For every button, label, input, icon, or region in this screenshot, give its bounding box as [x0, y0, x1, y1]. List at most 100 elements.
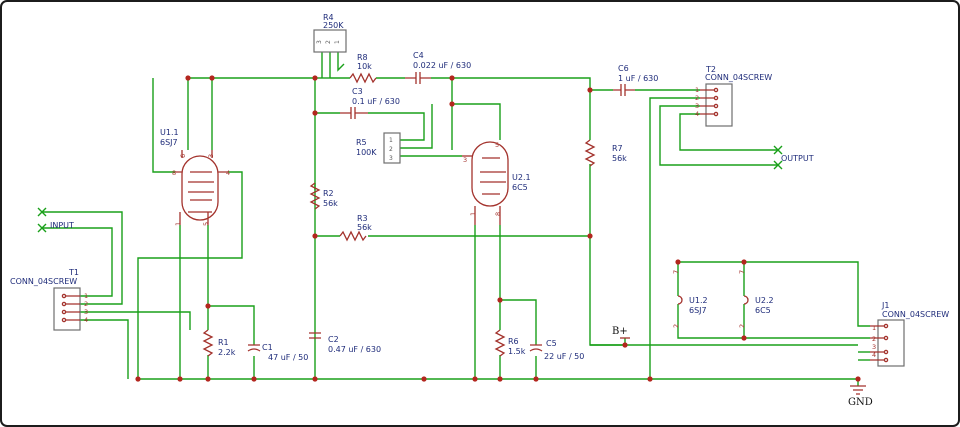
c4-value: 0.022 uF / 630 [413, 61, 471, 70]
r4-pin-1: 1 [334, 40, 341, 44]
r6-value: 1.5k [508, 347, 526, 356]
t1-ref: T1 [68, 268, 79, 277]
u2-2-heater-6c5[interactable]: 7 2 U2.2 6C5 [738, 270, 774, 328]
j1-pin-2: 2 [872, 335, 876, 343]
u1-1-pin-6: 6 [179, 154, 187, 158]
u2-1-pin-5: 5 [495, 141, 499, 149]
c6-capacitor[interactable]: C6 1 uF / 630 [613, 64, 658, 96]
u1-2-value: 6SJ7 [689, 306, 707, 315]
u1-2-pin-7: 7 [672, 270, 680, 274]
c2-value: 0.47 uF / 630 [328, 345, 381, 354]
u2-2-ref: U2.2 [755, 296, 774, 305]
r5-ref: R5 [356, 138, 367, 147]
c2-capacitor[interactable]: C2 0.47 uF / 630 [309, 332, 381, 354]
r7-ref: R7 [612, 144, 623, 153]
u2-2-value: 6C5 [755, 306, 771, 315]
r3-resistor[interactable]: R3 56k [339, 214, 372, 242]
u1-1-ref: U1.1 [160, 128, 179, 137]
r2-ref: R2 [323, 189, 334, 198]
c2-ref: C2 [328, 335, 339, 344]
r4-value: 250K [323, 21, 344, 30]
j1-ref: J1 [881, 301, 889, 310]
r4-potentiometer[interactable]: 3 2 1 R4 250K [313, 13, 347, 53]
u1-1-pin-4: 4 [226, 169, 230, 177]
r8-value: 10k [357, 62, 372, 71]
c3-ref: C3 [352, 87, 363, 96]
r7-value: 56k [612, 154, 627, 163]
gnd-symbol: GND [848, 385, 873, 408]
c4-ref: C4 [413, 51, 424, 60]
c1-value: 47 uF / 50 [268, 353, 308, 362]
r4-pin-3: 3 [316, 40, 323, 44]
net-markers [37, 145, 783, 233]
u1-1-pin-3: 3 [207, 154, 215, 158]
j1-pin-4: 4 [872, 351, 876, 359]
t2-ref: T2 [705, 65, 716, 74]
r8-resistor[interactable]: R8 10k [349, 53, 377, 84]
t1-connector[interactable]: 1 2 3 4 T1 CONN_04SCREW [10, 268, 88, 331]
c4-capacitor[interactable]: C4 0.022 uF / 630 [405, 51, 471, 84]
u1-1-pin-5: 5 [202, 222, 210, 226]
r1-ref: R1 [218, 338, 229, 347]
u2-1-pin-1: 1 [469, 212, 477, 216]
output-net-label: OUTPUT [781, 154, 814, 163]
r4-pin-2: 2 [325, 40, 332, 44]
u1-1-pin-1: 1 [174, 222, 182, 226]
r1-resistor[interactable]: R1 2.2k [202, 329, 236, 357]
c5-value: 22 uF / 50 [544, 352, 584, 361]
t1-pin-2: 2 [84, 300, 88, 308]
u2-2-pin-2: 2 [738, 324, 746, 328]
r2-resistor[interactable]: R2 56k [309, 182, 338, 210]
u2-2-pin-7: 7 [738, 270, 746, 274]
t2-pin-1: 1 [695, 86, 699, 94]
c6-value: 1 uF / 630 [618, 74, 658, 83]
gnd-label: GND [848, 397, 873, 408]
junctions [135, 75, 861, 382]
u2-1-tube-6c5[interactable]: 5 3 1 8 U2.1 6C5 [462, 141, 531, 225]
u1-1-tube-6sj7[interactable]: 6 3 8 4 1 5 U1.1 6SJ7 [160, 128, 230, 226]
r5-value: 100K [356, 148, 377, 157]
t1-pin-1: 1 [84, 292, 88, 300]
c6-ref: C6 [618, 64, 629, 73]
r3-value: 56k [357, 223, 372, 232]
u1-1-pin-8: 8 [172, 169, 176, 177]
c1-capacitor[interactable]: C1 47 uF / 50 [247, 343, 308, 362]
c1-ref: C1 [262, 343, 273, 352]
j1-connector[interactable]: 1 2 3 4 J1 CONN_04SCREW [870, 301, 949, 367]
j1-value: CONN_04SCREW [882, 310, 949, 319]
j1-pin-1: 1 [872, 324, 876, 332]
t2-connector[interactable]: 1 2 3 4 T2 CONN_04SCREW [695, 65, 772, 127]
c5-ref: C5 [546, 339, 557, 348]
u1-2-heater-6sj7[interactable]: 7 2 U1.2 6SJ7 [672, 270, 708, 328]
b-plus-symbol: B+ [612, 326, 630, 339]
t2-pin-3: 3 [695, 102, 699, 110]
r5-trimmer[interactable]: 1 2 3 R5 100K [356, 132, 401, 164]
t1-pin-3: 3 [84, 308, 88, 316]
c5-capacitor[interactable]: C5 22 uF / 50 [529, 339, 584, 361]
r2-value: 56k [323, 199, 338, 208]
c3-value: 0.1 uF / 630 [352, 97, 400, 106]
t1-value: CONN_04SCREW [10, 277, 77, 286]
input-net-label: INPUT [50, 221, 74, 230]
j1-pin-3: 3 [872, 343, 876, 351]
c3-capacitor[interactable]: C3 0.1 uF / 630 [340, 87, 400, 119]
r4-ref: R4 [323, 13, 334, 22]
r5-pin-1: 1 [389, 137, 393, 144]
u1-2-ref: U1.2 [689, 296, 708, 305]
t2-value: CONN_04SCREW [705, 73, 772, 82]
u2-1-value: 6C5 [512, 183, 528, 192]
r6-resistor[interactable]: R6 1.5k [494, 329, 526, 357]
u1-2-pin-2: 2 [672, 324, 680, 328]
wires [42, 52, 870, 386]
r1-value: 2.2k [218, 348, 236, 357]
u2-1-ref: U2.1 [512, 173, 531, 182]
t2-pin-4: 4 [695, 110, 699, 118]
u1-1-value: 6SJ7 [160, 138, 178, 147]
t1-pin-4: 4 [84, 316, 88, 324]
r7-resistor[interactable]: R7 56k [584, 139, 627, 167]
b-plus-label: B+ [612, 326, 628, 337]
t2-pin-2: 2 [695, 94, 699, 102]
r6-ref: R6 [508, 337, 519, 346]
